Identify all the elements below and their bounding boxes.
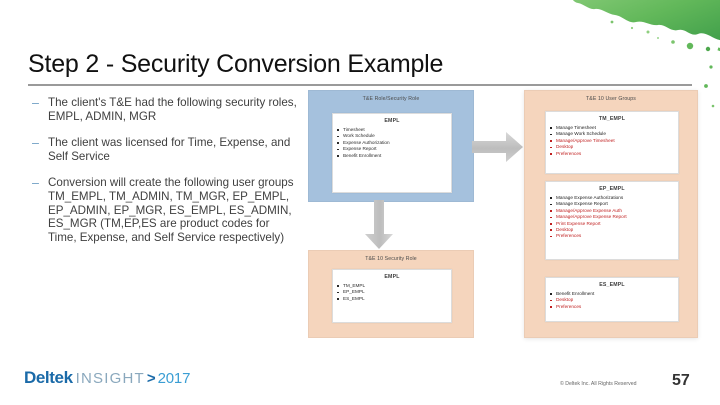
usergroup-card-title: ES_EMPL (599, 282, 625, 288)
target-usergroup-panel: T&E 10 User Groups TM_EMPL Manage Timesh… (524, 90, 698, 338)
usergroup-card-list: Manage Timesheet Manage Work Schedule Ma… (546, 125, 678, 159)
green-fleck-decoration (704, 65, 715, 108)
mapped-role-card-list: TM_EMPL EP_EMPL ES_EMPL (333, 283, 451, 304)
list-item: Work Schedule (337, 133, 449, 139)
copyright-text: © Deltek Inc. All Rights Reserved (560, 381, 637, 387)
logo-brand: Deltek (24, 368, 73, 387)
source-role-card: EMPL Timesheet Work Schedule Expense Aut… (332, 113, 452, 193)
usergroup-card-list: Manage Expense Authorizations Manage Exp… (546, 195, 678, 242)
dash-bullet-icon: – (32, 136, 39, 151)
list-item: Preferences (550, 233, 676, 239)
security-conversion-diagram: T&E Role/Security Role EMPL Timesheet Wo… (302, 88, 702, 343)
logo-product: INSIGHT (75, 370, 145, 387)
list-item: Expense Report (337, 146, 449, 152)
usergroup-card-es-empl: ES_EMPL Benefit Enrollment Desktop Prefe… (545, 277, 679, 322)
list-item: Desktop (550, 297, 676, 303)
list-item-text: The client's T&E had the following secur… (48, 96, 297, 123)
usergroup-card-title: TM_EMPL (598, 116, 626, 122)
list-item-text: Conversion will create the following use… (48, 176, 294, 244)
list-item: – The client was licensed for Time, Expe… (30, 136, 298, 163)
green-splash-decoration (540, 0, 720, 56)
mapped-role-card: EMPL TM_EMPL EP_EMPL ES_EMPL (332, 269, 452, 323)
arrow-down-icon (364, 200, 394, 250)
usergroup-card-title: EP_EMPL (599, 186, 625, 192)
target-usergroup-panel-header: T&E 10 User Groups (586, 96, 636, 102)
list-item: Preferences (550, 151, 676, 157)
list-item: Benefit Enrollment (550, 291, 676, 297)
page-title: Step 2 - Security Conversion Example (28, 50, 444, 78)
usergroup-card-list: Benefit Enrollment Desktop Preferences (546, 291, 678, 312)
chevron-right-icon: > (146, 370, 156, 387)
list-item: – The client's T&E had the following sec… (30, 96, 298, 123)
list-item: Manage Expense Authorizations (550, 195, 676, 201)
list-item: Manage Timesheet (550, 125, 676, 131)
list-item: Print Expense Report (550, 221, 676, 227)
source-role-card-title: EMPL (384, 118, 400, 124)
bullet-list: – The client's T&E had the following sec… (30, 96, 298, 257)
list-item: EP_EMPL (337, 289, 449, 295)
source-role-card-list: Timesheet Work Schedule Expense Authoriz… (333, 127, 451, 161)
mapped-role-panel: T&E 10 Security Role EMPL TM_EMPL EP_EMP… (308, 250, 474, 338)
dash-bullet-icon: – (32, 176, 39, 191)
source-role-panel: T&E Role/Security Role EMPL Timesheet Wo… (308, 90, 474, 202)
list-item: – Conversion will create the following u… (30, 176, 298, 244)
list-item: Manage Work Schedule (550, 131, 676, 137)
list-item: ES_EMPL (337, 296, 449, 302)
list-item: Preferences (550, 304, 676, 310)
list-item: TM_EMPL (337, 283, 449, 289)
list-item: Manage Expense Report (550, 201, 676, 207)
list-item: Manage/Approve Timesheet (550, 138, 676, 144)
source-role-panel-header: T&E Role/Security Role (362, 96, 420, 102)
list-item: Desktop (550, 227, 676, 233)
dash-bullet-icon: – (32, 96, 39, 110)
title-divider (28, 84, 692, 86)
usergroup-card-tm-empl: TM_EMPL Manage Timesheet Manage Work Sch… (545, 111, 679, 174)
list-item: Benefit Enrollment (337, 153, 449, 159)
page-number: 57 (672, 372, 690, 389)
list-item-text: The client was licensed for Time, Expens… (48, 136, 291, 163)
list-item: Timesheet (337, 127, 449, 133)
usergroup-card-ep-empl: EP_EMPL Manage Expense Authorizations Ma… (545, 181, 679, 260)
list-item: Expense Authorization (337, 140, 449, 146)
list-item: Manage/Approve Expense Report (550, 214, 676, 220)
mapped-role-card-title: EMPL (384, 274, 400, 280)
list-item: Manage/Approve Expense Auth (550, 208, 676, 214)
logo-year: 2017 (157, 370, 191, 387)
arrow-right-icon (472, 132, 524, 162)
mapped-role-panel-header: T&E 10 Security Role (365, 256, 417, 262)
list-item: Desktop (550, 144, 676, 150)
